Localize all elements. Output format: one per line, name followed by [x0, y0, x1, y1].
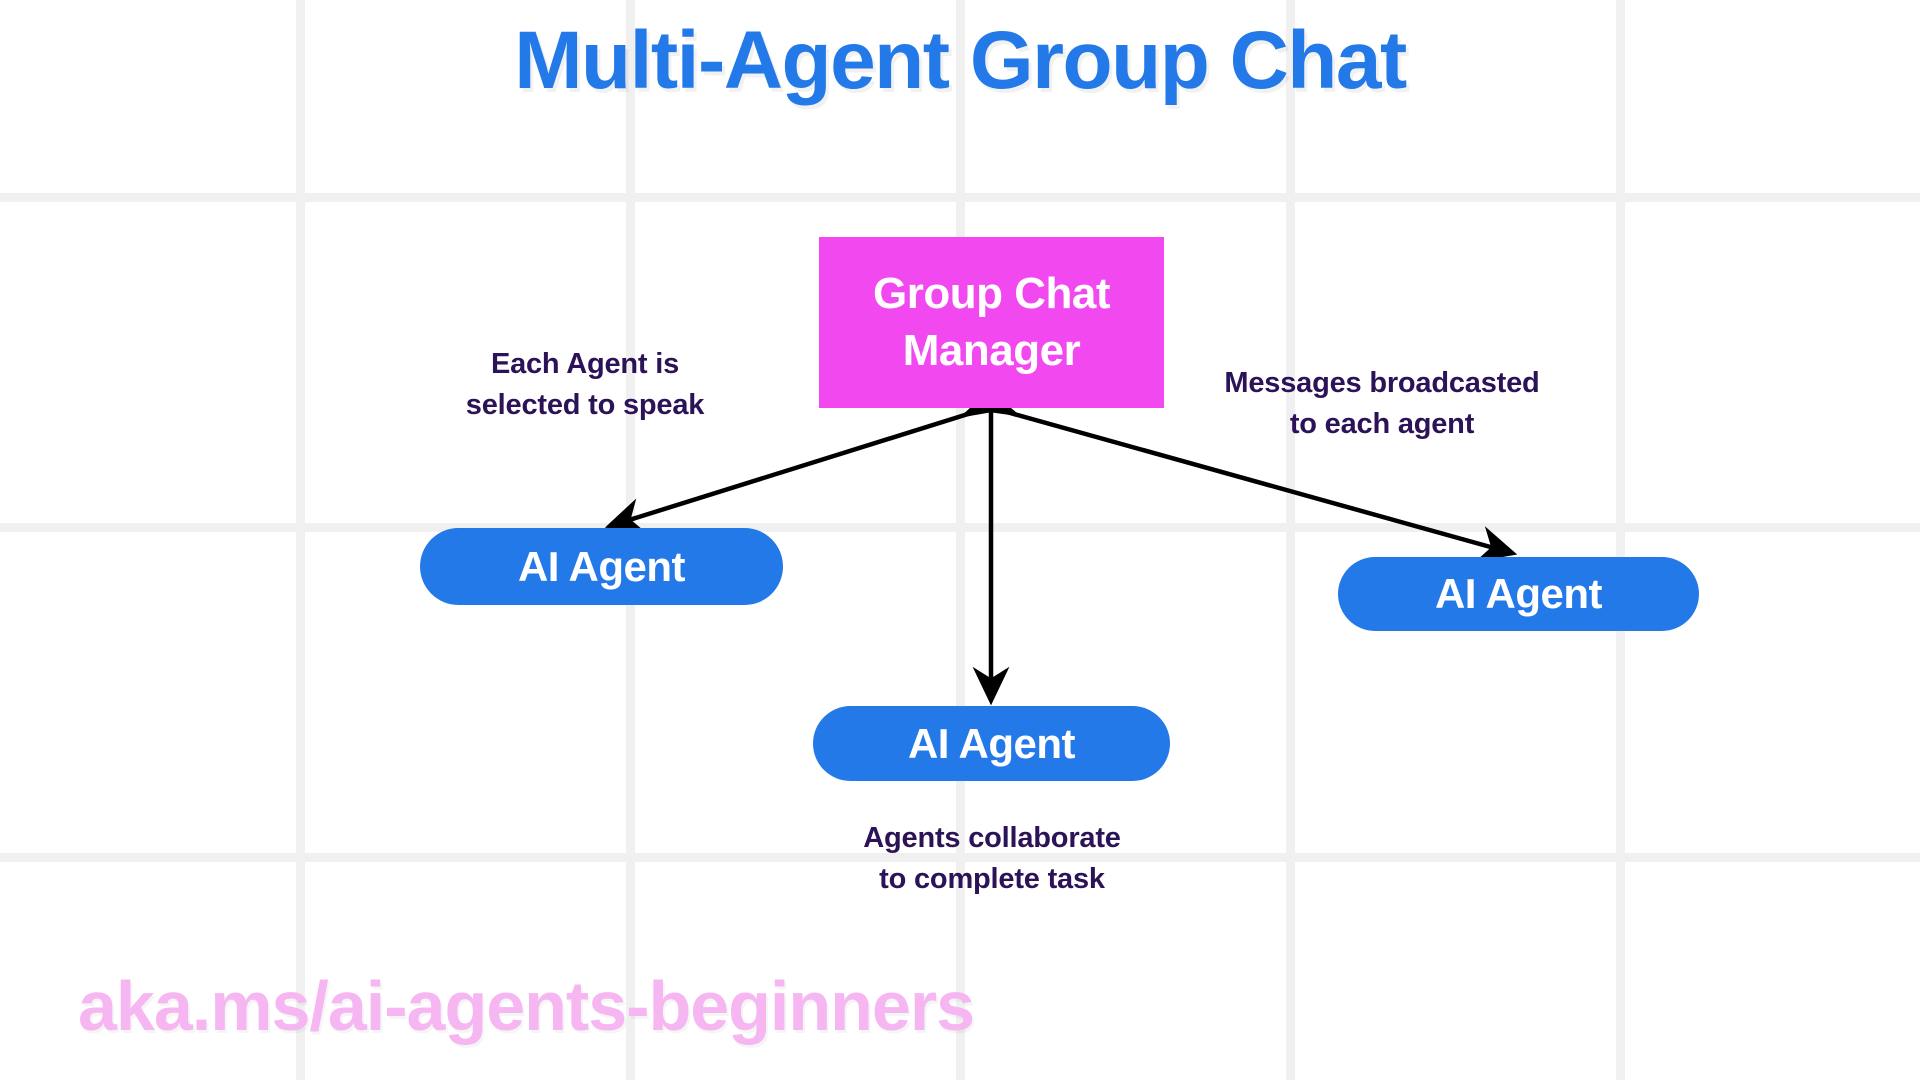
caption-bottom-line2: to complete task	[879, 863, 1105, 896]
manager-label-line2: Manager	[902, 325, 1081, 375]
manager-label-line1: Group Chat	[873, 269, 1110, 319]
caption-right-agent: Messages broadcasted to each agent	[1182, 363, 1582, 445]
agent-left-label: AI Agent	[517, 542, 686, 590]
agent-bottom-label: AI Agent	[907, 719, 1076, 767]
caption-bottom-agent: Agents collaborate to complete task	[812, 818, 1172, 900]
agent-node-left[interactable]: AI Agent	[420, 528, 783, 605]
caption-left-line2: selected to speak	[465, 389, 705, 422]
page-title: Multi-Agent Group Chat	[514, 15, 1407, 106]
group-chat-manager-node[interactable]: Group Chat Manager	[819, 237, 1164, 408]
caption-right-line1: Messages broadcasted	[1224, 367, 1540, 399]
footer-url-text[interactable]: aka.ms/ai-agents-beginners	[78, 967, 975, 1045]
caption-left-agent: Each Agent is selected to speak	[420, 344, 750, 426]
agent-node-bottom[interactable]: AI Agent	[813, 706, 1170, 781]
agent-right-label: AI Agent	[1434, 570, 1603, 617]
caption-bottom-line1: Agents collaborate	[863, 822, 1121, 854]
arrow-manager-to-left-agent	[604, 381, 1022, 534]
caption-right-line2: to each agent	[1289, 408, 1475, 441]
caption-left-line1: Each Agent is	[490, 348, 680, 380]
agent-node-right[interactable]: AI Agent	[1338, 557, 1699, 631]
